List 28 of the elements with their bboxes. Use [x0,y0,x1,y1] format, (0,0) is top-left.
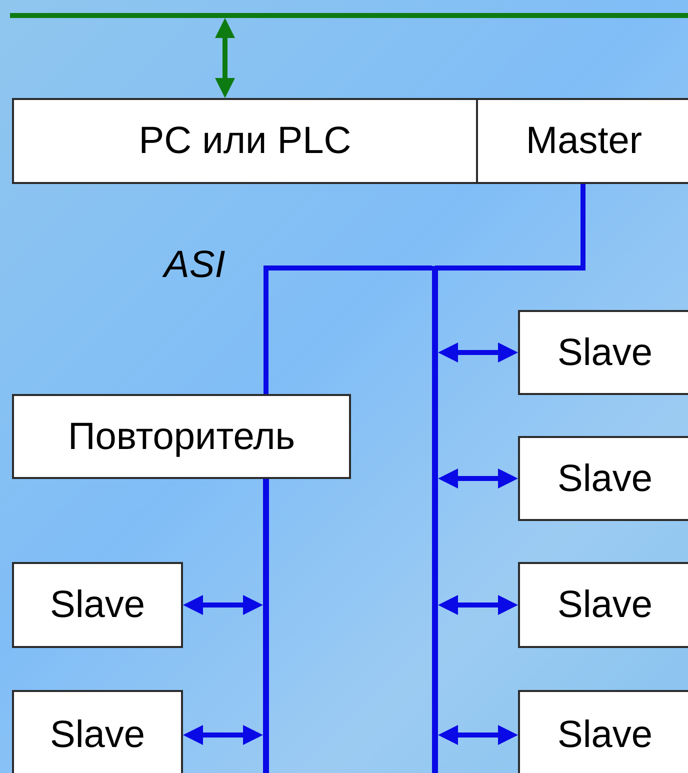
box-label: Повторитель [68,418,296,456]
box-label: Slave [557,716,653,754]
repeater-box [12,394,351,479]
double-arrow [438,725,518,745]
double-arrow [183,725,263,745]
box-label: PC или PLC [138,122,352,160]
bus-line [264,266,432,394]
slave-box [518,436,688,521]
slave-box [518,310,688,395]
slave-box [12,562,183,648]
box-label: Master [526,122,642,160]
master-box [476,98,688,184]
bus-line [432,184,586,270]
controller-box [12,98,478,184]
slave-box [518,562,688,648]
box-label: Slave [50,586,146,624]
slave-box [12,690,183,773]
double-arrow [438,595,518,615]
double-arrow [438,342,518,362]
box-label: Slave [557,586,653,624]
slave-box [518,690,688,773]
double-arrow [438,468,518,488]
box-label: Slave [50,716,146,754]
double-arrow [183,595,263,615]
box-label: Slave [557,334,653,372]
double-arrow [215,18,235,98]
box-label: Slave [557,460,653,498]
bus-name-label: ASI [164,246,226,284]
